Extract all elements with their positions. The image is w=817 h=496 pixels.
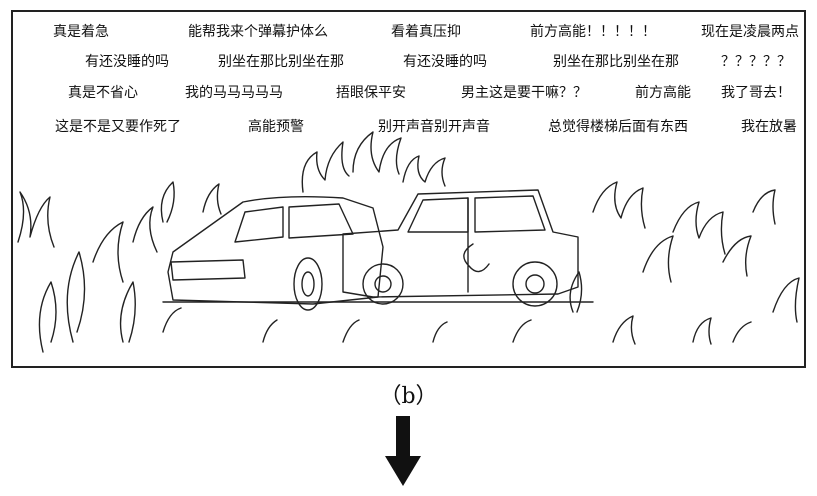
flame-line <box>569 271 752 345</box>
flame-line <box>17 191 57 353</box>
danmu-comment: 捂眼保平安 <box>336 85 406 101</box>
comic-panel: 真是着急 能帮我来个弹幕护体么 看着真压抑 前方高能！！！！！ 现在是凌晨两点 … <box>11 10 806 368</box>
right-car-body <box>342 189 579 298</box>
left-car-wheel <box>293 257 323 311</box>
danmu-comment: 我了哥去！ <box>721 85 791 101</box>
danmu-comment: 别开声音别开声音 <box>378 119 490 135</box>
flame-line <box>132 181 222 253</box>
right-car-wheel-hub <box>525 274 545 294</box>
danmu-comment: 真是不省心 <box>68 85 138 101</box>
danmu-comment: ？？？？？ <box>721 54 791 70</box>
flame-line <box>672 189 800 323</box>
flame-line <box>301 131 402 193</box>
danmu-comment: 现在是凌晨两点 <box>701 24 799 40</box>
left-car-windows <box>234 203 354 243</box>
down-arrow-icon <box>385 416 421 486</box>
danmu-comment: 别坐在那比别坐在那 <box>218 54 344 70</box>
right-car-wheel <box>362 263 404 305</box>
danmu-comment: 前方高能！！！！！ <box>530 24 656 40</box>
danmu-comment: 有还没睡的吗 <box>403 54 487 70</box>
right-car-windows <box>407 195 546 233</box>
burning-cars-sketch <box>17 131 800 353</box>
danmu-comment: 我在放暑 <box>741 119 797 135</box>
left-car-body <box>167 195 384 305</box>
danmu-comment: 高能预警 <box>248 119 304 135</box>
right-car-door-line <box>463 197 490 293</box>
figure-caption: （b） <box>379 384 438 409</box>
danmu-comment: 别坐在那比别坐在那 <box>553 54 679 70</box>
danmu-comment: 男主这是要干嘛？？ <box>461 85 587 101</box>
danmu-comment: 总觉得楼梯后面有东西 <box>548 119 688 135</box>
danmu-comment: 有还没睡的吗 <box>85 54 169 70</box>
danmu-comment: 我的马马马马马 <box>185 85 283 101</box>
right-car-wheel <box>512 261 558 307</box>
danmu-comment: 看着真压抑 <box>391 24 461 40</box>
danmu-comment: 能帮我来个弹幕护体么 <box>188 24 328 40</box>
flame-line <box>66 221 136 343</box>
flame-line <box>162 307 532 343</box>
left-car-grille <box>170 259 246 281</box>
flame-line <box>592 181 674 283</box>
left-car-wheel-hub <box>301 271 315 297</box>
danmu-comment: 这是不是又要作死了 <box>55 119 181 135</box>
flame-line <box>402 155 446 187</box>
right-car-wheel-hub <box>374 275 392 293</box>
danmu-comment: 前方高能 <box>635 85 691 101</box>
danmu-comment: 真是着急 <box>53 24 109 40</box>
